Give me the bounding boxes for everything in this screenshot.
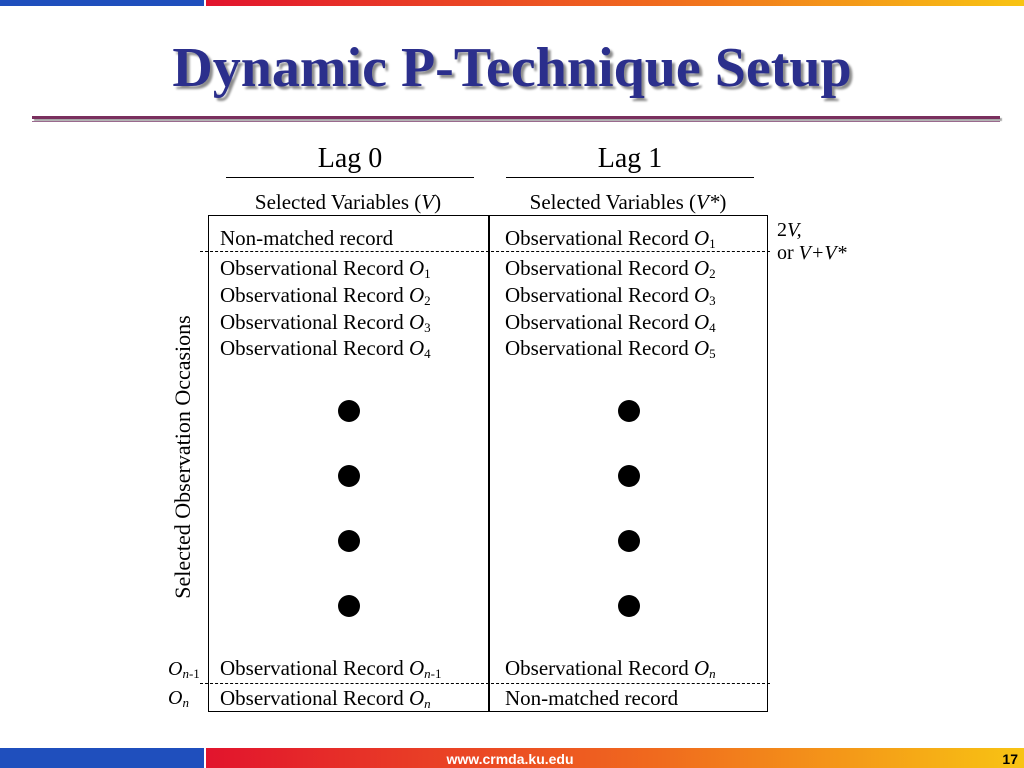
row-marker-last: On (168, 687, 189, 710)
ellipsis-dot (338, 595, 360, 617)
lag0-row-2: Observational Record O2 (220, 283, 431, 308)
lag1-row-2: Observational Record O3 (505, 283, 716, 308)
lag1-row-3: Observational Record O4 (505, 310, 716, 335)
ellipsis-dot (618, 465, 640, 487)
lag0-header: Lag 0 (317, 143, 383, 174)
slide-title: Dynamic P-Technique Setup (172, 37, 852, 99)
title-rule (32, 116, 1000, 119)
bottom-dashed-line (200, 683, 770, 684)
lag1-header: Lag 1 (597, 143, 663, 174)
ellipsis-dot (338, 400, 360, 422)
lag-divider (488, 215, 490, 712)
ellipsis-dot (618, 400, 640, 422)
lag1-row-1: Observational Record O2 (505, 256, 716, 281)
lag1-row-penultimate: Observational Record On (505, 656, 716, 681)
lag1-underline (506, 177, 754, 178)
width-note-line1: 2V, (777, 219, 802, 241)
ellipsis-dot (618, 530, 640, 552)
footer-url[interactable]: www.crmda.ku.edu (446, 751, 574, 767)
title-rule-thin (32, 121, 1000, 122)
ellipsis-dot (338, 530, 360, 552)
lag0-underline (226, 177, 474, 178)
lag0-row-last: Observational Record On (220, 686, 431, 711)
lag1-row-0: Observational Record O1 (505, 226, 716, 251)
page-number: 17 (1002, 751, 1018, 767)
lag1-row-4: Observational Record O5 (505, 336, 716, 361)
lag0-variables: Selected Variables (V) (254, 190, 442, 214)
lag0-row-4: Observational Record O4 (220, 336, 431, 361)
ellipsis-dot (618, 595, 640, 617)
row-marker-penultimate: On-1 (168, 658, 200, 681)
lag1-variables: Selected Variables (V*) (529, 190, 727, 214)
lag0-row-penultimate: Observational Record On-1 (220, 656, 442, 681)
lag1-row-last: Non-matched record (505, 686, 679, 710)
width-note-line2: or V+V* (777, 242, 847, 264)
bottom-color-bar (0, 748, 1024, 768)
lag0-row-0: Non-matched record (220, 226, 394, 250)
ellipsis-dot (338, 465, 360, 487)
top-color-bar (0, 0, 1024, 6)
lag0-row-1: Observational Record O1 (220, 256, 431, 281)
top-dashed-line (200, 251, 770, 252)
lag0-row-3: Observational Record O3 (220, 310, 431, 335)
